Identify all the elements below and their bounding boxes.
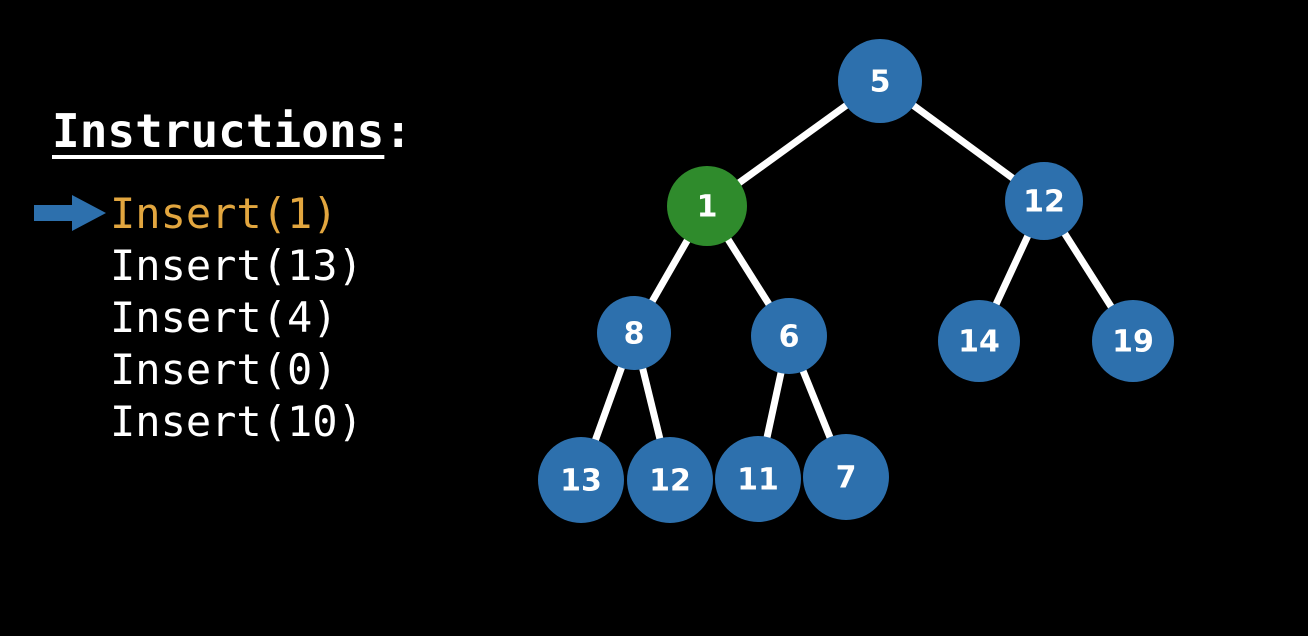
tree-node-circle (938, 300, 1020, 382)
instruction-label: Insert(0) (110, 345, 338, 394)
tree-node-label: 19 (1112, 325, 1154, 360)
tree-node[interactable]: 7 (803, 434, 889, 520)
tree-node-group: 5 1 12 8 6 14 19 13 12 11 7 (538, 39, 1174, 523)
tree-node-circle (627, 437, 713, 523)
instruction-label: Insert(13) (110, 241, 363, 290)
instruction-item[interactable]: Insert(4) (110, 292, 510, 344)
tree-node-circle (667, 166, 747, 246)
instructions-panel: Instructions: Insert(1)Insert(13)Insert(… (0, 0, 520, 636)
tree-edge (799, 368, 834, 441)
tree-edge (638, 366, 664, 442)
tree-edge-group (591, 101, 1116, 443)
page-title-colon: : (384, 104, 413, 158)
instruction-label: Insert(4) (110, 293, 338, 342)
instruction-item[interactable]: Insert(10) (110, 396, 510, 448)
tree-node-label: 7 (836, 461, 857, 496)
instruction-item[interactable]: Insert(0) (110, 344, 510, 396)
tree-node-label: 13 (560, 464, 602, 499)
tree-node-circle (597, 296, 671, 370)
instruction-list: Insert(1)Insert(13)Insert(4)Insert(0)Ins… (110, 188, 510, 448)
tree-node[interactable]: 5 (838, 39, 922, 123)
tree-node[interactable]: 19 (1092, 300, 1174, 382)
right-arrow-icon (34, 195, 106, 231)
tree-node-circle (1005, 162, 1083, 240)
tree-edge (910, 101, 1017, 182)
instruction-label: Insert(1) (110, 189, 338, 238)
tree-node-circle (715, 436, 801, 522)
tree-edge (735, 101, 850, 187)
instruction-item[interactable]: Insert(13) (110, 240, 510, 292)
tree-node[interactable]: 8 (597, 296, 671, 370)
tree-node-highlighted[interactable]: 1 (667, 166, 747, 246)
tree-node[interactable]: 12 (627, 437, 713, 523)
tree-node[interactable]: 14 (938, 300, 1020, 382)
tree-edge (1060, 230, 1116, 310)
tree-node-circle (803, 434, 889, 520)
tree-node-label: 5 (870, 65, 891, 100)
tree-node[interactable]: 13 (538, 437, 624, 523)
tree-edge (992, 233, 1032, 308)
tree-node[interactable]: 6 (751, 298, 827, 374)
tree-node-circle (1092, 300, 1174, 382)
tree-edge (724, 236, 773, 308)
tree-node-circle (538, 437, 624, 523)
tree-node-circle (838, 39, 922, 123)
tree-edge (763, 370, 785, 440)
tree-node-label: 12 (1023, 185, 1065, 220)
instruction-item-current[interactable]: Insert(1) (110, 188, 510, 240)
tree-node-label: 14 (958, 325, 1000, 360)
tree-node[interactable]: 11 (715, 436, 801, 522)
page-title-text: Instructions (52, 104, 385, 158)
tree-node-label: 12 (649, 464, 691, 499)
tree-node-label: 6 (779, 320, 800, 355)
tree-node-label: 1 (697, 190, 718, 225)
tree-node-label: 11 (737, 463, 779, 498)
page-title: Instructions: (52, 108, 412, 154)
tree-node-label: 8 (624, 317, 645, 352)
tree-edge (591, 364, 626, 443)
tree-node-circle (751, 298, 827, 374)
tree-edge (648, 237, 692, 305)
tree-node[interactable]: 12 (1005, 162, 1083, 240)
instruction-label: Insert(10) (110, 397, 363, 446)
